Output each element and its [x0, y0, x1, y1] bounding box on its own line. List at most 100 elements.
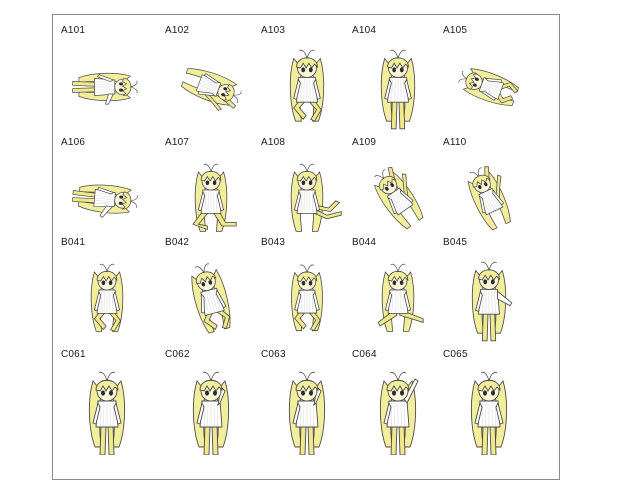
- hair-antenna: [202, 371, 220, 382]
- character-figure: [380, 49, 416, 130]
- hair-antenna: [130, 80, 138, 94]
- pose-illustration: [261, 249, 353, 343]
- hair-bangs: [478, 269, 500, 281]
- sweater-rib: [483, 194, 492, 212]
- pose-cell-b044: B044: [352, 237, 444, 343]
- sleeves: [198, 73, 221, 97]
- character-figure: [290, 163, 342, 232]
- pose-cell-b045: B045: [443, 237, 535, 343]
- hair-bangs: [222, 84, 235, 102]
- sweater-rib: [482, 86, 500, 94]
- character-figure: [471, 261, 513, 342]
- eye-left: [392, 280, 397, 286]
- pose-drawing: [467, 166, 511, 231]
- eye-left: [301, 67, 306, 73]
- hair-antenna: [194, 263, 210, 274]
- sleeves: [293, 78, 321, 100]
- sleeves: [294, 290, 320, 311]
- eye-left: [101, 390, 105, 396]
- pose-code-label: A102: [165, 25, 190, 36]
- sweater-rib: [216, 402, 218, 427]
- pose-code-label: A104: [352, 25, 377, 36]
- hair-antenna: [299, 264, 315, 273]
- leggings: [99, 424, 115, 455]
- hair-bangs: [121, 78, 132, 96]
- sweater-rib: [100, 291, 102, 313]
- hair-bangs: [95, 379, 119, 392]
- hair-bangs: [296, 271, 318, 283]
- hair-antenna: [299, 163, 315, 173]
- character-figure: [377, 263, 424, 332]
- pose-illustration: [261, 149, 353, 243]
- sweater-rib: [391, 402, 393, 427]
- pose-drawing: [471, 261, 513, 342]
- pose-code-label: C062: [165, 349, 190, 360]
- hair-bangs: [465, 72, 478, 90]
- leggings: [203, 424, 219, 455]
- sweater-rib: [204, 402, 206, 427]
- pose-code-label: B042: [165, 237, 190, 248]
- pose-drawing: [380, 49, 416, 130]
- eye-left: [385, 186, 389, 191]
- eye-left: [119, 195, 124, 199]
- hair-bangs: [295, 379, 319, 392]
- sweater-rib: [391, 291, 393, 313]
- character-figure: [458, 68, 520, 106]
- eye-right: [118, 201, 123, 205]
- pose-cell-c064: C064: [352, 349, 444, 455]
- hair-bangs: [296, 170, 318, 182]
- eye-right: [213, 390, 217, 396]
- hair-antenna: [469, 167, 482, 177]
- pose-drawing: [180, 68, 242, 111]
- pose-drawing: [373, 166, 424, 230]
- pose-cell-a108: A108: [261, 137, 353, 243]
- pose-drawing: [291, 264, 323, 332]
- character-figure: [192, 371, 230, 455]
- leggings: [481, 424, 497, 455]
- sweater-rib: [482, 291, 484, 314]
- sweater-rib: [312, 191, 314, 213]
- eye-right: [108, 280, 113, 286]
- character-figure: [289, 49, 325, 122]
- character-figure: [192, 163, 237, 232]
- hair-antenna: [480, 371, 498, 382]
- hair-antenna: [299, 49, 315, 59]
- pose-illustration: [352, 149, 444, 243]
- hair-bangs: [121, 191, 132, 210]
- eye-left: [301, 280, 306, 286]
- sweater-rib: [394, 193, 406, 210]
- hair-bangs: [296, 57, 318, 69]
- hair-antenna: [298, 371, 316, 382]
- sweater-rib: [403, 291, 405, 313]
- pose-code-label: B041: [61, 237, 86, 248]
- pose-cell-a106: A106: [61, 137, 153, 243]
- eye-right: [119, 88, 124, 92]
- pose-code-label: A109: [352, 137, 377, 148]
- sweater-rib: [488, 191, 497, 210]
- eye-right: [390, 183, 395, 188]
- leggings: [72, 81, 97, 93]
- pose-drawing: [191, 263, 231, 334]
- hair-antenna: [390, 263, 406, 273]
- pose-code-label: A110: [443, 137, 467, 148]
- pose-code-label: A107: [165, 137, 190, 148]
- eye-right: [474, 77, 479, 81]
- pose-drawing: [288, 371, 326, 455]
- eye-left: [392, 390, 396, 396]
- pose-cell-a101: A101: [61, 25, 153, 131]
- eye-left: [301, 180, 306, 186]
- eye-right: [308, 180, 313, 186]
- sweater-rib: [312, 79, 314, 102]
- pose-cell-a110: A110: [443, 137, 535, 243]
- eye-left: [472, 83, 477, 87]
- sweater-rib: [403, 79, 405, 102]
- eye-left: [392, 67, 397, 73]
- sweater-rib: [482, 402, 484, 427]
- pose-illustration: [443, 37, 535, 131]
- eye-right: [399, 280, 404, 286]
- sweater-rib: [300, 79, 302, 102]
- pose-illustration: [61, 149, 153, 243]
- character-figure: [71, 184, 138, 218]
